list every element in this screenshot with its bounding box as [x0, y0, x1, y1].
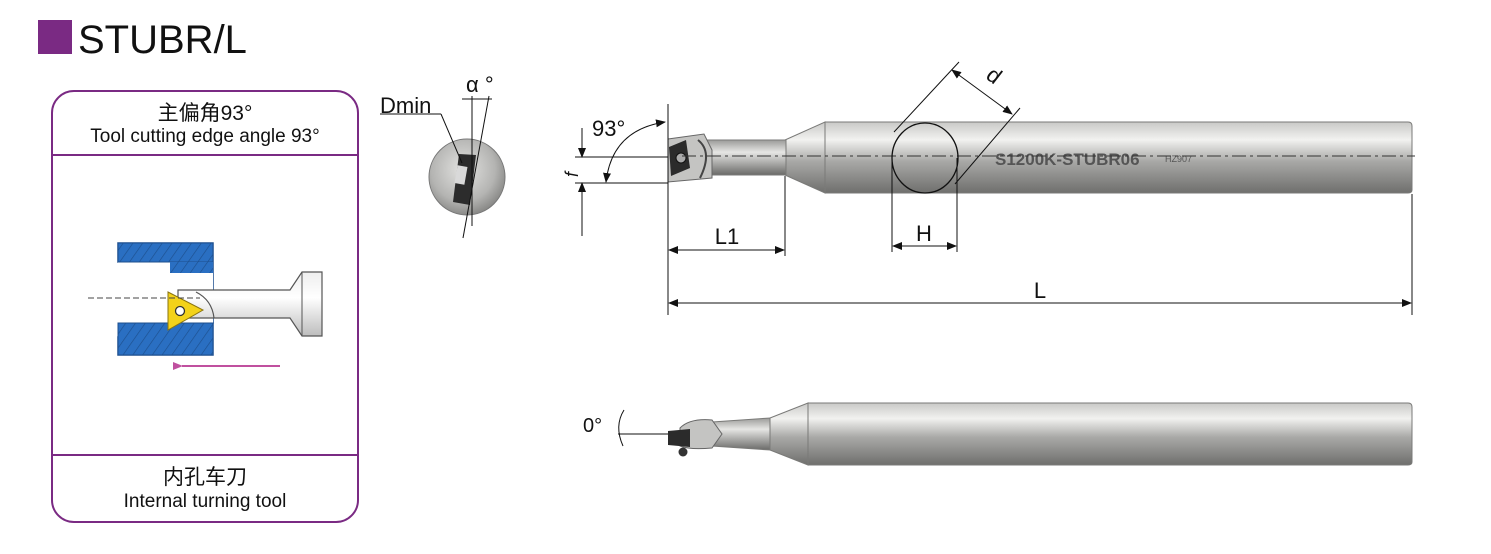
d-label: d: [982, 62, 1007, 89]
end-view: Dmin α °: [380, 72, 506, 239]
angle-93-label: 93°: [592, 116, 625, 141]
tool-top-shank: [807, 402, 1413, 466]
d-dim-ext-1: [893, 61, 960, 133]
info-panel: 主偏角93° Tool cutting edge angle 93° 内孔车刀 …: [51, 90, 359, 523]
panel-bottom-en: Internal turning tool: [124, 491, 287, 512]
d-dim-line: [951, 69, 1013, 115]
end-view-dmin-leader: [440, 113, 463, 164]
page-title: STUBR/L: [78, 18, 247, 62]
workpiece-upper-block: [117, 242, 214, 263]
dmin-label: Dmin: [380, 93, 431, 118]
panel-bottom-cn: 内孔车刀: [163, 466, 247, 489]
tool-top-taper: [769, 402, 809, 466]
tool-engraving: S1200K-STUBR06: [995, 150, 1140, 169]
tool-head-screw: [675, 152, 687, 164]
panel-tool-screw: [174, 305, 186, 317]
tool-side-view: S1200K-STUBR06 HZ907 d H L1 L 93° f: [562, 61, 1415, 315]
h-label: H: [916, 221, 932, 246]
panel-tool: [167, 271, 323, 337]
tool-top-head: [679, 419, 723, 450]
alpha-label: α °: [466, 72, 494, 97]
panel-tool-insert: [167, 291, 205, 331]
l-label: L: [1034, 278, 1046, 303]
l1-label: L1: [715, 224, 739, 249]
tool-neck: [703, 139, 787, 176]
f-label: f: [562, 170, 582, 177]
workpiece-section: [117, 242, 214, 356]
panel-top-cn: 主偏角93°: [158, 102, 253, 125]
end-view-angle-line: [462, 95, 490, 239]
tool-shank: [824, 121, 1413, 194]
workpiece-lower-block: [117, 322, 214, 356]
panel-tool-bar: [177, 271, 323, 337]
title-marker-square: [38, 20, 72, 54]
workpiece-upper-step: [170, 262, 213, 273]
tool-taper: [784, 121, 826, 194]
panel-top-en: Tool cutting edge angle 93°: [90, 126, 319, 147]
tool-top-view: 0°: [583, 402, 1413, 466]
tool-engraving-small: HZ907: [1165, 154, 1192, 164]
d-dim-ext-2: [954, 107, 1021, 185]
tool-top-insert: [668, 429, 690, 447]
angle-0-label: 0°: [583, 415, 602, 437]
angle-93-arc: [603, 119, 666, 183]
angle-0-arc: [618, 409, 625, 447]
